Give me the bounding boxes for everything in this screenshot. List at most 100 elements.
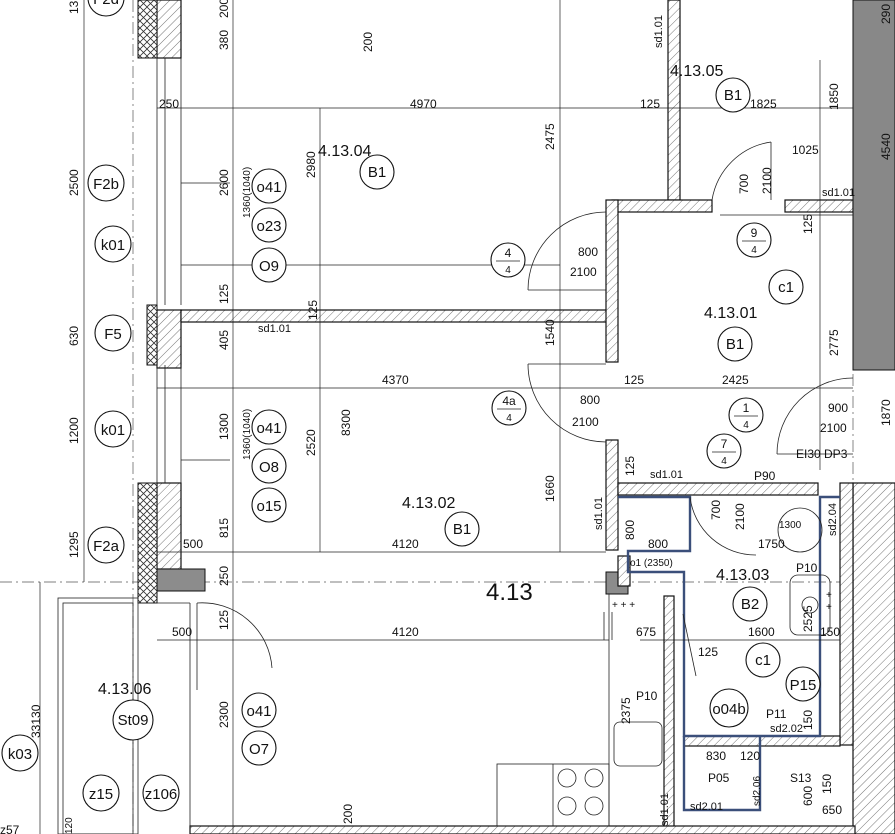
marker-o41: o41	[251, 409, 287, 445]
dim-250: 250	[159, 97, 179, 111]
label-s13: S13	[790, 771, 812, 785]
interior-walls	[180, 0, 895, 834]
dim-125: 125	[306, 300, 320, 320]
dim-2100: 2100	[572, 415, 599, 429]
label-sd1-01: sd1.01	[650, 469, 683, 481]
dim-405: 405	[217, 330, 231, 350]
room-number-4-13-01: 4.13.01	[704, 305, 757, 322]
dim-125: 125	[217, 610, 231, 630]
marker-o8: O8	[251, 448, 287, 484]
dim-900: 900	[828, 401, 848, 415]
svg-text:z15: z15	[89, 786, 113, 803]
marker-o41: o41	[241, 692, 277, 728]
svg-text:F5: F5	[104, 326, 122, 343]
dim-8300: 8300	[339, 409, 353, 436]
label-sd1-01: sd1.01	[653, 15, 665, 48]
dim-125: 125	[624, 373, 644, 387]
finish-marker-c1: c1	[768, 269, 804, 305]
svg-text:4: 4	[721, 456, 727, 467]
svg-text:c1: c1	[755, 652, 771, 669]
label-sd2-04: sd2.04	[827, 503, 839, 536]
bathroom-outline	[618, 495, 840, 812]
dim-1025: 1025	[792, 143, 819, 157]
label-p90: P90	[754, 469, 776, 483]
svg-text:z106: z106	[145, 786, 178, 803]
dim-150: 150	[801, 710, 815, 730]
dim-2980: 2980	[304, 151, 318, 178]
svg-text:4a: 4a	[502, 394, 516, 408]
svg-text:O8: O8	[259, 459, 279, 476]
label-sd1-01: sd1.01	[822, 187, 855, 199]
label-p10: P10	[636, 689, 658, 703]
label-sd1-01: sd1.01	[659, 793, 671, 826]
label-p05: P05	[708, 771, 730, 785]
finish-marker-b1: B1	[359, 154, 395, 190]
label-p11: P11	[766, 707, 787, 721]
dim-125: 125	[640, 97, 660, 111]
plumbing-marks: + + + + +	[603, 590, 832, 640]
finish-marker-c1: c1	[745, 642, 781, 678]
room-number-4-13-04: 4.13.04	[318, 143, 371, 160]
label-sd2-01: sd2.01	[690, 801, 723, 813]
marker-f2b: F2b	[87, 164, 125, 202]
facade-wall	[57, 0, 206, 834]
marker-f2d: F2d	[87, 0, 125, 17]
marker-f5: F5	[94, 314, 132, 352]
dim-2500: 2500	[67, 169, 81, 196]
marker-k01: k01	[94, 410, 132, 448]
dim-650: 650	[822, 803, 842, 817]
dim-200: 200	[361, 32, 375, 52]
dim-600: 600	[801, 786, 815, 806]
dim-2100: 2100	[760, 167, 774, 194]
dim-200: 200	[341, 804, 355, 824]
dim-4120: 4120	[392, 537, 419, 551]
dim-2100: 2100	[820, 421, 847, 435]
label-sd2-02: sd2.02	[770, 723, 803, 735]
svg-text:o23: o23	[256, 218, 281, 235]
dim-1825: 1825	[750, 97, 777, 111]
dim-1300: 1300	[779, 520, 802, 531]
dim-250: 250	[217, 566, 231, 586]
dim-500: 500	[172, 625, 192, 639]
svg-text:4: 4	[506, 413, 512, 424]
svg-text:7: 7	[721, 437, 728, 451]
dim-800: 800	[648, 537, 668, 551]
svg-text:o15: o15	[256, 498, 281, 515]
dim-1600: 1600	[748, 625, 775, 639]
marker-o9: O9	[251, 247, 287, 283]
dim-1360-1040: 1360(1040)	[242, 409, 253, 460]
svg-text:+ + +: + + +	[612, 600, 635, 611]
marker-o15: o15	[251, 487, 287, 523]
marker-k01: k01	[94, 225, 132, 263]
dim-1750: 1750	[758, 537, 785, 551]
marker-o23: o23	[251, 207, 287, 243]
apartment-number: 4.13	[486, 579, 533, 606]
dim-2775: 2775	[827, 329, 841, 356]
door-tags: 4 4 4a 4 9 4 1 4 7 4	[490, 222, 772, 469]
dim-815: 815	[217, 518, 231, 538]
dim-150: 150	[820, 625, 840, 639]
svg-text:4: 4	[505, 265, 511, 276]
marker-p15: P15	[785, 666, 821, 702]
svg-text:F2d: F2d	[93, 0, 119, 8]
dim-700: 700	[709, 500, 723, 520]
marker-z15: z15	[82, 774, 120, 812]
dim-630: 630	[67, 326, 81, 346]
svg-text:c1: c1	[778, 279, 794, 296]
marker-o7: O7	[241, 730, 277, 766]
marker-k03: k03	[1, 734, 39, 772]
svg-text:St09: St09	[118, 712, 149, 729]
dim-2525: 2525	[801, 605, 815, 632]
dim-500: 500	[183, 537, 203, 551]
labels: sd1.01 sd1.01 sd1.01 sd1.01 sd1.01 sd1.0…	[0, 15, 855, 834]
svg-text:B1: B1	[726, 336, 744, 353]
marker-o04b: o04b	[709, 688, 749, 728]
dim-2375: 2375	[619, 697, 633, 724]
dim-1300: 1300	[217, 413, 231, 440]
dim-120: 120	[64, 817, 75, 834]
room-number-4-13-02: 4.13.02	[402, 495, 455, 512]
svg-text:B1: B1	[368, 164, 386, 181]
svg-text:9: 9	[751, 226, 758, 240]
label-sd1-01: sd1.01	[593, 497, 605, 530]
